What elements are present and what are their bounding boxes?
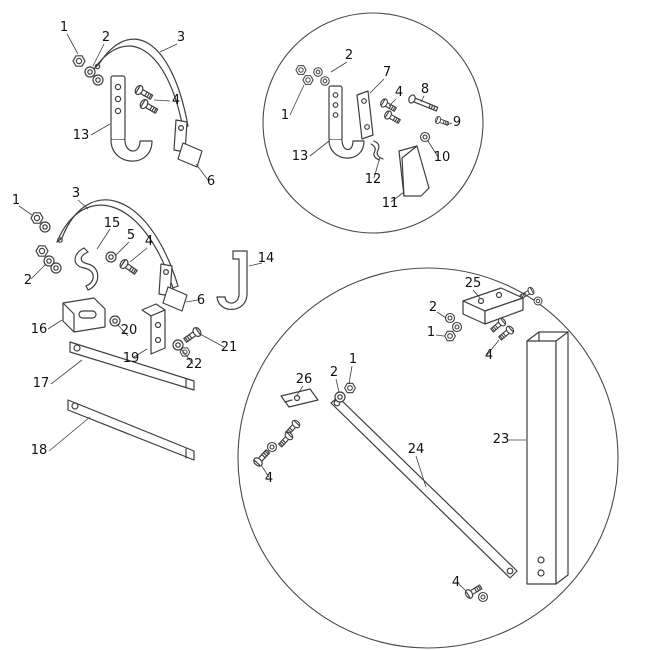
callout-3: 3 xyxy=(177,30,185,45)
callout-18: 18 xyxy=(31,443,48,458)
part-3-strap xyxy=(93,38,189,129)
part-24-arm xyxy=(330,396,518,579)
callout-12: 12 xyxy=(365,172,382,187)
part-4-bolt xyxy=(117,257,140,277)
callout-6: 6 xyxy=(197,293,205,308)
callout-8: 8 xyxy=(421,82,429,97)
part-1-nuts xyxy=(30,212,49,257)
part-16-bracket xyxy=(62,297,106,333)
callout-labels: 1 2 3 4 13 6 2 7 4 8 9 1 13 12 10 11 1 3… xyxy=(12,20,509,590)
callout-2: 2 xyxy=(429,300,437,315)
callout-1: 1 xyxy=(349,352,357,367)
part-22-washer-nut xyxy=(172,339,191,357)
callout-1: 1 xyxy=(12,193,20,208)
callout-19: 19 xyxy=(123,351,140,366)
part-23-post xyxy=(526,331,569,585)
callout-24: 24 xyxy=(408,442,425,457)
part-1-nut-25 xyxy=(444,330,456,342)
callout-14: 14 xyxy=(258,251,275,266)
part-1-nuts xyxy=(295,65,314,85)
callout-10: 10 xyxy=(434,150,451,165)
part-1-nut xyxy=(344,382,356,394)
callout-6: 6 xyxy=(207,174,215,189)
part-9-bolt xyxy=(433,115,450,128)
part-13-hanger-bracket xyxy=(110,75,153,162)
part-17-arm xyxy=(69,341,195,391)
detail-circle-top-right xyxy=(262,12,484,234)
callout-2: 2 xyxy=(102,30,110,45)
callout-15: 15 xyxy=(104,216,121,231)
callout-2: 2 xyxy=(24,273,32,288)
part-4-bolts-26 xyxy=(251,418,302,469)
callout-25: 25 xyxy=(465,276,482,291)
part-6-bracket xyxy=(158,263,188,312)
assembly-top-left xyxy=(72,38,203,168)
part-13-hanger-bracket xyxy=(328,85,365,159)
callout-4: 4 xyxy=(485,348,493,363)
part-6-bracket xyxy=(173,119,203,168)
part-4-bolt-bottom xyxy=(463,582,489,603)
callout-3: 3 xyxy=(72,186,80,201)
callout-4: 4 xyxy=(452,575,460,590)
callout-2: 2 xyxy=(345,48,353,63)
callout-23: 23 xyxy=(493,432,510,447)
callout-9: 9 xyxy=(453,115,461,130)
callout-4: 4 xyxy=(265,471,273,486)
callout-22: 22 xyxy=(186,357,203,372)
callout-1: 1 xyxy=(281,108,289,123)
callout-26: 26 xyxy=(296,372,313,387)
part-7-bracket xyxy=(356,90,374,140)
detail-bottom-right xyxy=(251,285,569,603)
part-5-washer xyxy=(105,251,117,263)
callout-5: 5 xyxy=(127,228,135,243)
part-2-washer xyxy=(334,391,346,403)
part-18-arm xyxy=(67,399,195,461)
callout-11: 11 xyxy=(382,196,399,211)
part-26-plate xyxy=(280,388,319,408)
callout-13: 13 xyxy=(292,149,309,164)
callout-13: 13 xyxy=(73,128,90,143)
callout-1: 1 xyxy=(427,325,435,340)
part-21-bolt xyxy=(181,325,204,345)
callout-4: 4 xyxy=(395,85,403,100)
part-14-hook xyxy=(216,250,248,311)
part-20-washer xyxy=(109,315,121,327)
callout-1: 1 xyxy=(60,20,68,35)
callout-4: 4 xyxy=(172,93,180,108)
part-3-strap xyxy=(56,199,179,289)
part-12-spring-clip xyxy=(370,140,384,161)
callout-2: 2 xyxy=(330,365,338,380)
part-4-bolts xyxy=(378,97,403,126)
part-19-bracket xyxy=(141,303,166,355)
part-2-washers-25 xyxy=(444,312,463,333)
part-25-bracket xyxy=(462,287,524,325)
detail-top-right xyxy=(295,65,450,197)
callout-7: 7 xyxy=(383,65,391,80)
part-10-washer xyxy=(419,131,431,143)
callout-17: 17 xyxy=(33,376,50,391)
leader-lines xyxy=(18,33,526,592)
callout-21: 21 xyxy=(221,340,238,355)
part-11-bracket xyxy=(398,145,430,197)
assembly-middle-left xyxy=(30,199,248,461)
part-15-hook-bracket xyxy=(74,247,99,291)
callout-4: 4 xyxy=(145,234,153,249)
detail-circle-bottom-right xyxy=(237,267,619,649)
part-2-washers xyxy=(313,67,330,86)
callout-16: 16 xyxy=(31,322,48,337)
callout-20: 20 xyxy=(121,323,138,338)
part-2-washers xyxy=(84,66,104,86)
part-1-nut xyxy=(72,55,86,67)
